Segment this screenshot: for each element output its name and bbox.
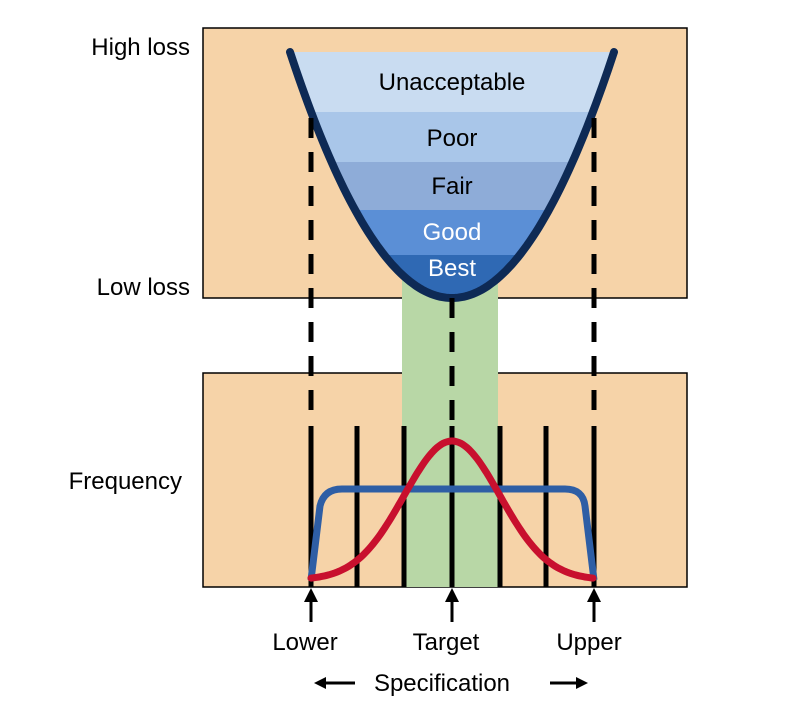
band-poor — [290, 112, 614, 162]
target-spec-label: Target — [413, 629, 480, 656]
lower-spec-label: Lower — [272, 629, 337, 656]
right-arrow-icon — [550, 677, 588, 689]
normal-distribution-curve — [307, 437, 597, 582]
band-label-poor: Poor — [427, 125, 478, 152]
band-label-best: Best — [428, 255, 476, 282]
lower-spec-arrow — [304, 588, 318, 622]
left-arrow-icon — [314, 677, 355, 689]
upper-spec-arrow — [587, 588, 601, 622]
upper-spec-label: Upper — [556, 629, 621, 656]
target-spec-arrow — [445, 588, 459, 622]
band-unacceptable — [290, 52, 614, 112]
band-label-unacceptable: Unacceptable — [379, 69, 526, 96]
spec-marker-arrows — [304, 588, 601, 622]
uniform-distribution-curve — [307, 485, 598, 581]
specification-label: Specification — [374, 670, 510, 697]
dashed-guides — [308, 118, 597, 432]
high-loss-label: High loss — [91, 34, 190, 61]
specification-axis: Specification — [314, 670, 588, 697]
band-label-good: Good — [423, 219, 482, 246]
frequency-label: Frequency — [69, 468, 182, 495]
low-loss-label: Low loss — [97, 274, 190, 301]
band-label-fair: Fair — [431, 173, 472, 200]
